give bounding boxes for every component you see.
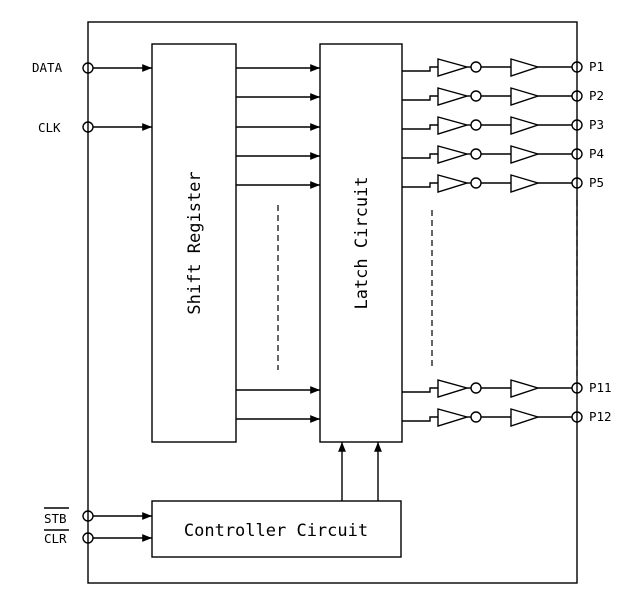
stb-input-label: STB	[44, 511, 67, 526]
inverter-bubble	[470, 177, 482, 189]
driver-triangle	[510, 174, 541, 193]
buffer-triangle	[437, 408, 470, 427]
output-channel: P11	[402, 379, 612, 398]
register-to-latch-arrows	[236, 64, 320, 423]
output-channel: P5	[402, 174, 604, 193]
output-pin	[571, 119, 583, 131]
inverter-bubble	[470, 382, 482, 394]
output-channel: P3	[402, 116, 604, 135]
driver-triangle	[510, 87, 541, 106]
controller-circuit-label: Controller Circuit	[184, 521, 368, 541]
data-input-label: DATA	[32, 60, 63, 75]
output-pin-label: P1	[589, 59, 604, 74]
buffer-triangle	[437, 87, 470, 106]
buffer-triangle	[437, 58, 470, 77]
latch-output-wire	[402, 387, 438, 393]
clr-input-label: CLR	[44, 531, 67, 546]
inverter-bubble	[470, 90, 482, 102]
output-pin-label: P3	[589, 117, 604, 132]
driver-triangle	[510, 408, 541, 427]
inverter-bubble	[470, 61, 482, 73]
package-outline	[87, 21, 578, 584]
buffer-triangle	[437, 145, 470, 164]
driver-triangle	[510, 145, 541, 164]
inverter-bubble	[470, 411, 482, 423]
driver-triangle	[510, 116, 541, 135]
latch-output-wire	[402, 416, 438, 422]
output-pin	[571, 148, 583, 160]
inverter-bubble	[470, 148, 482, 160]
clk-input-label: CLK	[38, 120, 61, 135]
output-pin	[571, 61, 583, 73]
output-channel: P1	[402, 58, 604, 77]
latch-circuit-block	[319, 43, 403, 443]
output-pin-label: P2	[589, 88, 604, 103]
output-channel: P4	[402, 145, 604, 164]
inverter-bubble	[470, 119, 482, 131]
buffer-triangle	[437, 174, 470, 193]
latch-output-wire	[402, 95, 438, 101]
driver-triangle	[510, 58, 541, 77]
output-pin	[571, 177, 583, 189]
output-pin-label: P5	[589, 175, 604, 190]
shift-register-label: Shift Register	[185, 171, 205, 314]
output-pin-label: P12	[589, 409, 612, 424]
controller-circuit-block	[151, 500, 402, 558]
latch-output-wire	[402, 182, 438, 188]
shift-register-block	[151, 43, 237, 443]
output-pin	[571, 382, 583, 394]
output-pin-label: P4	[589, 146, 604, 161]
output-pin	[571, 90, 583, 102]
latch-output-wire	[402, 124, 438, 130]
output-pin	[571, 411, 583, 423]
output-channel: P12	[402, 408, 612, 427]
latch-output-wire	[402, 153, 438, 159]
latch-circuit-label: Latch Circuit	[352, 176, 372, 309]
driver-triangle	[510, 379, 541, 398]
buffer-triangle	[437, 379, 470, 398]
output-pin-label: P11	[589, 380, 612, 395]
latch-output-wire	[402, 66, 438, 72]
buffer-triangle	[437, 116, 470, 135]
output-channel: P2	[402, 87, 604, 106]
